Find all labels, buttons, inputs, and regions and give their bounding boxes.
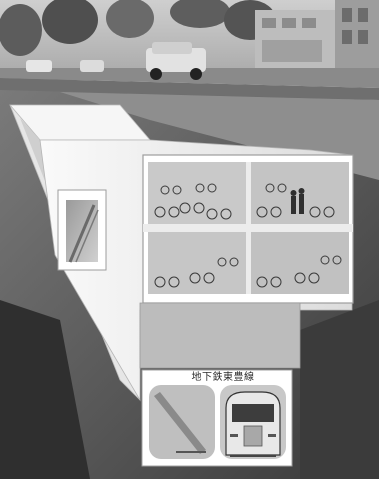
chamber-lower-left bbox=[148, 232, 246, 294]
subway-tunnel bbox=[142, 370, 292, 466]
car-mid bbox=[80, 60, 104, 72]
car-left bbox=[26, 60, 52, 72]
access-walkway-tunnel bbox=[58, 190, 106, 270]
support-slab bbox=[140, 303, 300, 368]
subway-line-label: 地下鉄東豊線 bbox=[168, 368, 278, 383]
subway-train bbox=[226, 392, 280, 456]
bicycle-parking-chambers bbox=[143, 155, 353, 303]
street-scene bbox=[0, 0, 379, 100]
